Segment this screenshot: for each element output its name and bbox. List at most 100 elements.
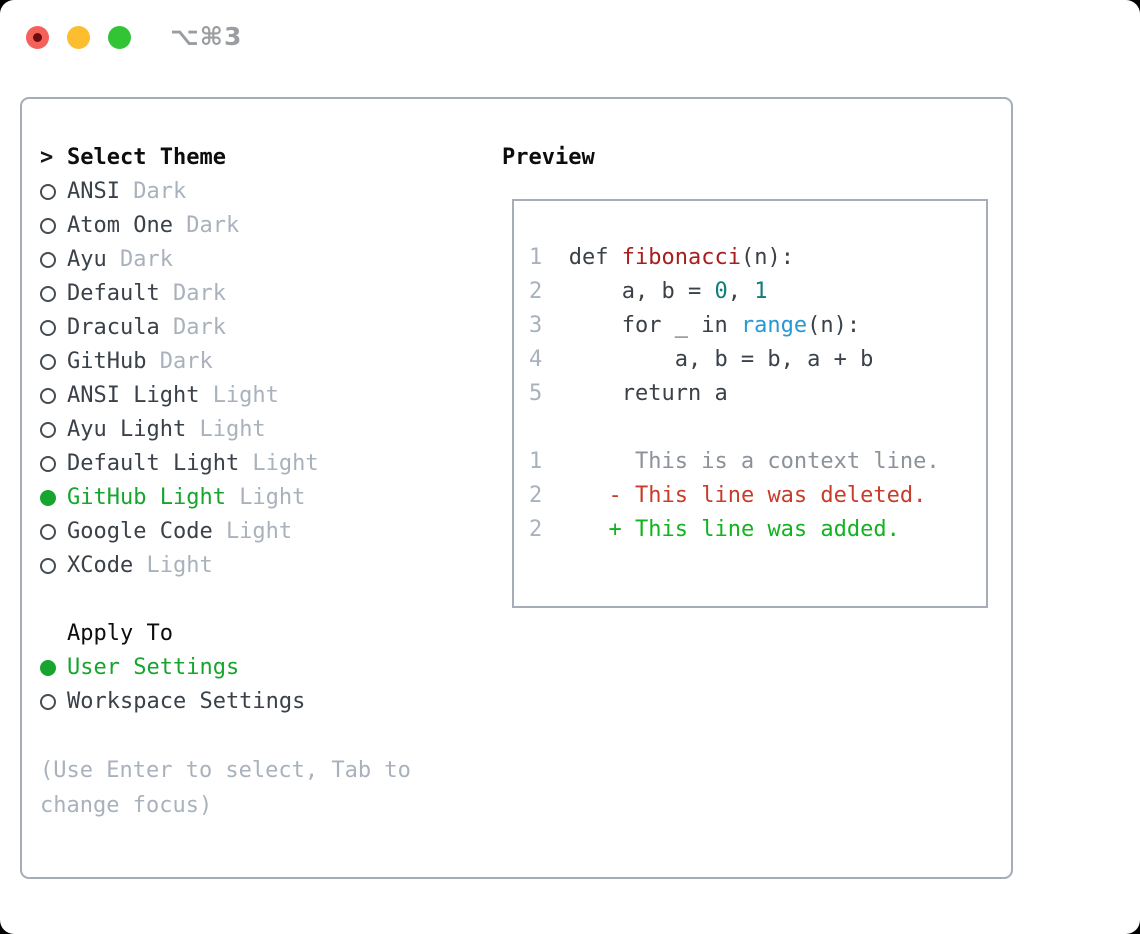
- code-token-t: for _ in: [568, 313, 741, 338]
- radio-icon: [40, 456, 56, 472]
- line-number: 5: [529, 381, 569, 406]
- code-token-call: range: [740, 313, 808, 338]
- theme-variant: Dark: [186, 213, 240, 238]
- theme-name: ANSI: [67, 179, 120, 204]
- code-blank-line: [529, 411, 986, 445]
- help-text: (Use Enter to select, Tab to change focu…: [40, 758, 411, 818]
- theme-option-default-light[interactable]: Default Light Light: [40, 447, 480, 481]
- icon-column: [40, 524, 67, 540]
- window-title: ⌥⌘3: [170, 22, 243, 51]
- icon-column: [40, 388, 67, 404]
- line-number: 1: [529, 245, 569, 270]
- theme-option-github-light[interactable]: GitHub Light Light: [40, 481, 480, 515]
- radio-icon: [40, 422, 56, 438]
- code-token-add: + This line was added.: [608, 517, 900, 542]
- minimize-button[interactable]: [67, 26, 90, 49]
- apply-option-user-settings[interactable]: User Settings: [40, 651, 480, 685]
- theme-option-xcode[interactable]: XCode Light: [40, 549, 480, 583]
- line-number: 2: [529, 483, 569, 508]
- radio-icon: [40, 320, 56, 336]
- radio-icon: [40, 252, 56, 268]
- theme-variant: Light: [212, 383, 279, 408]
- line-number: 4: [529, 347, 569, 372]
- icon-column: [40, 694, 67, 710]
- theme-variant: Dark: [133, 179, 187, 204]
- theme-variant: Light: [252, 451, 319, 476]
- close-button[interactable]: [26, 26, 49, 49]
- theme-name: Google Code: [67, 519, 213, 544]
- line-number: 2: [529, 279, 569, 304]
- theme-variant: Light: [146, 553, 213, 578]
- spacer: [40, 583, 480, 617]
- icon-column: [40, 490, 67, 506]
- spacer: [40, 719, 480, 753]
- theme-name: XCode: [67, 553, 134, 578]
- code-token-num: 0: [714, 279, 728, 304]
- code-token-t: a, b =: [568, 279, 715, 304]
- icon-column: [40, 252, 67, 268]
- radio-icon: [40, 184, 56, 200]
- icon-column: [40, 218, 67, 234]
- preview-column: Preview 1 def fibonacci(n):2 a, b = 0, 1…: [502, 141, 988, 608]
- code-line: 1 def fibonacci(n):: [529, 241, 986, 275]
- icon-column: [40, 456, 67, 472]
- apply-name: User Settings: [67, 655, 240, 680]
- theme-variant: Light: [239, 485, 306, 510]
- code-line: 3 for _ in range(n):: [529, 309, 986, 343]
- radio-icon: [40, 388, 56, 404]
- icon-column: [40, 422, 67, 438]
- icon-column: [40, 354, 67, 370]
- code-line: 2 - This line was deleted.: [529, 479, 986, 513]
- theme-name: Default Light: [67, 451, 240, 476]
- code-token-t: [569, 517, 609, 542]
- theme-option-atom-one[interactable]: Atom One Dark: [40, 209, 480, 243]
- apply-to-header: Apply To: [40, 617, 480, 651]
- apply-to-label: Apply To: [67, 621, 173, 646]
- code-token-fn: fibonacci: [621, 245, 741, 270]
- select-theme-header: > Select Theme: [40, 141, 480, 175]
- line-number: 1: [529, 449, 569, 474]
- icon-column: [40, 558, 67, 574]
- radio-icon: [40, 694, 56, 710]
- theme-option-ayu[interactable]: Ayu Dark: [40, 243, 480, 277]
- zoom-button[interactable]: [108, 26, 131, 49]
- code-token-del: - This line was deleted.: [608, 483, 927, 508]
- unsaved-indicator-dot: [33, 33, 42, 42]
- code-token-ctx: This is a context line.: [568, 449, 940, 474]
- radio-icon: [40, 218, 56, 234]
- radio-selected-icon: [40, 660, 56, 676]
- theme-name: Ayu: [67, 247, 107, 272]
- theme-variant: Dark: [119, 247, 173, 272]
- theme-name: Ayu Light: [67, 417, 187, 442]
- theme-name: Dracula: [67, 315, 160, 340]
- code-token-t: a, b = b, a + b: [568, 347, 874, 372]
- preview-label: Preview: [502, 145, 595, 170]
- theme-name: GitHub Light: [67, 485, 226, 510]
- apply-option-workspace-settings[interactable]: Workspace Settings: [40, 685, 480, 719]
- select-theme-label: Select Theme: [67, 145, 226, 170]
- code-token-t: (n):: [740, 245, 794, 270]
- theme-name: Atom One: [67, 213, 173, 238]
- radio-selected-icon: [40, 490, 56, 506]
- icon-column: [40, 184, 67, 200]
- theme-variant: Dark: [172, 315, 226, 340]
- code-line: 2 a, b = 0, 1: [529, 275, 986, 309]
- code-token-t: return a: [568, 381, 728, 406]
- theme-option-ansi[interactable]: ANSI Dark: [40, 175, 480, 209]
- icon-column: [40, 286, 67, 302]
- code-line: 5 return a: [529, 377, 986, 411]
- line-number: 3: [529, 313, 569, 338]
- theme-option-dracula[interactable]: Dracula Dark: [40, 311, 480, 345]
- radio-icon: [40, 286, 56, 302]
- radio-icon: [40, 524, 56, 540]
- code-token-t: ,: [727, 279, 755, 304]
